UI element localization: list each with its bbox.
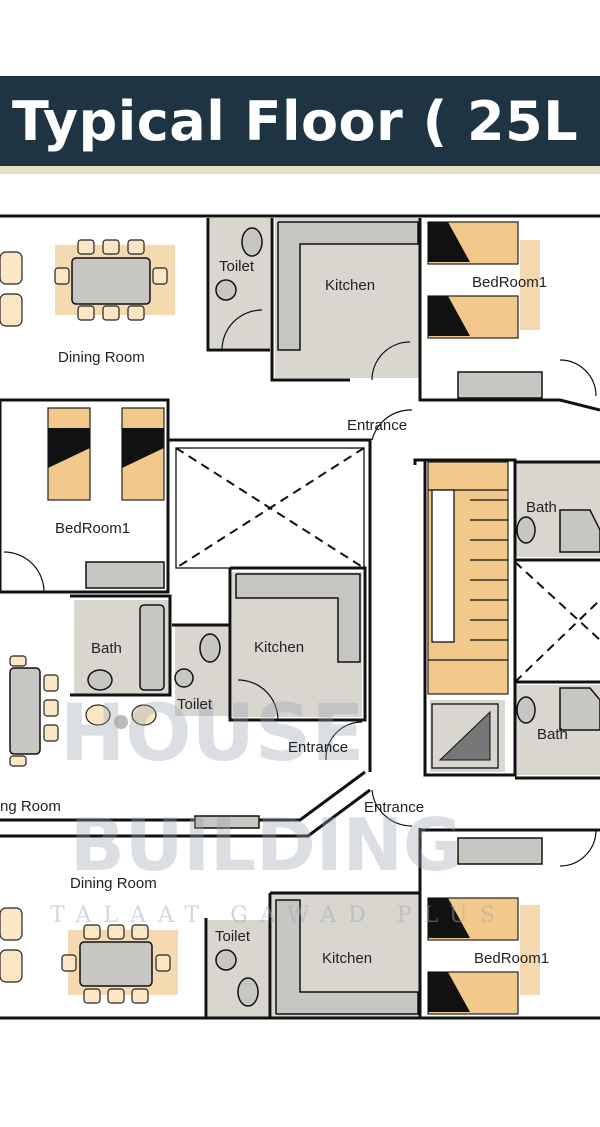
- bedroom-bottom-rug: [520, 905, 540, 995]
- label-kitchen-top: Kitchen: [325, 277, 375, 294]
- label-toilet-center: Toilet: [177, 696, 213, 713]
- dining-table-bottom: [61, 924, 171, 1004]
- open-void-top: [175, 447, 365, 569]
- label-bedroom-top-right: BedRoom1: [472, 274, 547, 291]
- sofa-top-1: [0, 251, 23, 285]
- label-bath-right-top: Bath: [526, 499, 557, 516]
- label-entrance-top: Entrance: [347, 417, 407, 434]
- tv-unit: [194, 815, 260, 829]
- staircase: [427, 461, 509, 695]
- shower-right-top: [559, 509, 600, 553]
- sofa-bottom-1: [0, 907, 23, 941]
- label-entrance-bottom: Entrance: [364, 799, 424, 816]
- label-bath-left: Bath: [91, 640, 122, 657]
- label-toilet-top: Toilet: [219, 258, 255, 275]
- label-dining-top: Dining Room: [58, 349, 145, 366]
- label-bedroom-left: BedRoom1: [55, 520, 130, 537]
- beds-left: [47, 407, 165, 501]
- door-bedroom-top: [559, 359, 597, 397]
- dining-table-left: [9, 655, 59, 767]
- door-kitchen-center: [237, 679, 279, 721]
- label-dining-left-partial: ng Room: [0, 798, 61, 815]
- label-entrance-center: Entrance: [288, 739, 348, 756]
- bath-left-sink: [87, 669, 113, 691]
- beds-bottom-right: [427, 897, 519, 1015]
- label-kitchen-center: Kitchen: [254, 639, 304, 656]
- sofa-top-2: [0, 293, 23, 327]
- bedroom-top-rug: [520, 240, 540, 330]
- armchair-2: [131, 704, 157, 726]
- label-bath-right-bottom: Bath: [537, 726, 568, 743]
- label-toilet-bottom: Toilet: [215, 928, 251, 945]
- kitchen-center-counter: [235, 573, 361, 663]
- sofa-bottom-2: [0, 949, 23, 983]
- label-bedroom-bottom-right: BedRoom1: [474, 950, 549, 967]
- toilet-bottom-sink: [215, 949, 237, 971]
- toilet-top-sink: [215, 279, 237, 301]
- label-dining-bottom: Dining Room: [70, 875, 157, 892]
- watermark-house: HOUSE: [60, 689, 364, 779]
- toilet-center-fixture: [199, 633, 221, 663]
- beds-top-right: [427, 221, 519, 339]
- watermark-subtitle: TALAAT GAWAD PLUS: [50, 903, 507, 928]
- wardrobe-bottom: [457, 837, 543, 865]
- title-banner: Typical Floor ( 25L ): [0, 76, 600, 166]
- kitchen-top-counter: [277, 221, 419, 351]
- bath-right-top-toilet: [516, 516, 536, 544]
- elevator: [431, 703, 499, 769]
- kitchen-bottom-counter: [275, 899, 419, 1015]
- bathtub-left: [139, 604, 165, 691]
- label-kitchen-bottom: Kitchen: [322, 950, 372, 967]
- toilet-center-sink: [174, 668, 194, 688]
- door-kitchen-top: [371, 341, 411, 381]
- door-bedroom-left: [3, 551, 45, 593]
- walls: [0, 214, 600, 1020]
- banner-underline: [0, 166, 600, 174]
- watermark-building: BUILDING: [70, 803, 462, 887]
- armchair-1: [85, 704, 111, 726]
- side-table: [114, 715, 128, 729]
- shower-right-bottom: [559, 687, 600, 731]
- wardrobe-top: [457, 371, 543, 399]
- door-entrance-center: [325, 721, 363, 761]
- toilet-top-fixture: [241, 227, 263, 257]
- floor-plan: HOUSE BUILDING TALAAT GAWAD PLUS Dining …: [0, 214, 600, 1020]
- door-entrance-bottom: [371, 789, 413, 827]
- toilet-bottom-fixture: [237, 977, 259, 1007]
- door-toilet-top: [221, 309, 263, 351]
- door-bedroom-bottom: [559, 829, 597, 867]
- wardrobe-left: [85, 561, 165, 589]
- toilet-bottom-floor: [208, 920, 270, 1018]
- open-void-right: [514, 561, 600, 683]
- bath-right-bottom-toilet: [516, 696, 536, 724]
- dining-table-top: [54, 239, 168, 321]
- page-title: Typical Floor ( 25L ): [12, 89, 600, 153]
- door-entrance-top: [371, 409, 413, 441]
